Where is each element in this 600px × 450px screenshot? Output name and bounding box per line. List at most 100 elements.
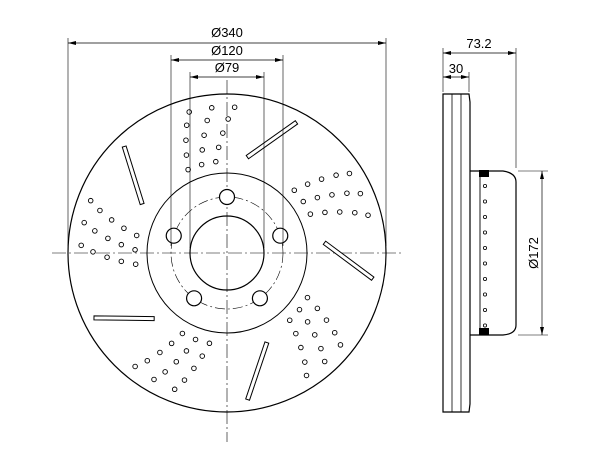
drilled-hole bbox=[151, 376, 157, 383]
disc-thickness-dimension: 30 bbox=[443, 61, 470, 92]
side-hole bbox=[482, 307, 487, 312]
outer-diameter-label: Ø340 bbox=[211, 25, 243, 40]
drilled-hole bbox=[97, 207, 103, 214]
drilled-hole bbox=[132, 261, 139, 267]
drilled-hole bbox=[206, 340, 213, 347]
drilled-hole bbox=[199, 353, 206, 359]
drilled-hole bbox=[171, 386, 178, 393]
drilled-hole bbox=[307, 211, 314, 217]
center-bore-circle bbox=[189, 215, 265, 291]
drilled-hole bbox=[198, 161, 205, 168]
drilled-hole bbox=[323, 317, 330, 323]
drilled-hole bbox=[344, 190, 350, 196]
side-hole bbox=[482, 199, 487, 204]
drilled-hole bbox=[286, 317, 293, 324]
hat-diameter-label: Ø172 bbox=[526, 237, 541, 269]
drilled-hole bbox=[204, 117, 210, 124]
drilled-hole bbox=[300, 198, 307, 205]
total-height-dimension: 73.2 bbox=[442, 36, 517, 168]
outer-diameter-dimension: Ø340 bbox=[67, 25, 387, 246]
drilled-hole bbox=[186, 109, 192, 115]
side-hole bbox=[482, 261, 487, 266]
drilled-hole bbox=[303, 372, 310, 379]
groove-slot bbox=[93, 315, 155, 322]
side-view: 73.2 30 Ø172 bbox=[442, 36, 548, 413]
drilled-hole bbox=[293, 330, 299, 337]
drilled-hole bbox=[208, 105, 215, 111]
groove-slots bbox=[93, 119, 375, 401]
drilled-hole bbox=[296, 306, 303, 313]
drilled-hole bbox=[118, 241, 125, 248]
drilled-hole bbox=[314, 305, 321, 312]
bolt-hole bbox=[185, 290, 203, 307]
drilled-hole bbox=[215, 144, 222, 151]
drilled-hole bbox=[92, 228, 98, 234]
hat-section bbox=[470, 170, 517, 336]
hub-bore-label: Ø79 bbox=[215, 60, 240, 75]
drilled-hole bbox=[183, 137, 189, 143]
drilled-hole bbox=[337, 209, 343, 215]
drilled-hole bbox=[105, 235, 111, 242]
drilled-hole bbox=[321, 358, 328, 365]
groove-slot bbox=[322, 240, 375, 282]
drilled-hole bbox=[231, 104, 238, 110]
drilled-hole bbox=[191, 365, 197, 372]
disc-cross-section bbox=[442, 93, 471, 413]
drilled-hole bbox=[318, 345, 324, 352]
drilled-hole bbox=[302, 359, 308, 365]
drilled-hole bbox=[304, 294, 311, 301]
outer-edge-circle bbox=[67, 93, 387, 413]
drilled-hole bbox=[183, 152, 190, 158]
drilled-hole bbox=[144, 357, 151, 364]
drilled-hole bbox=[133, 232, 140, 239]
drilled-hole bbox=[121, 225, 127, 232]
drilled-hole bbox=[225, 116, 231, 122]
side-hole bbox=[482, 245, 487, 250]
drilled-hole bbox=[183, 122, 190, 128]
drilled-hole bbox=[162, 369, 168, 375]
drilled-hole bbox=[304, 319, 311, 325]
side-hole bbox=[482, 183, 487, 188]
drilled-hole bbox=[337, 342, 344, 348]
drilled-hole bbox=[87, 197, 94, 204]
hat-top-mark bbox=[479, 170, 489, 177]
drilled-hole bbox=[314, 194, 321, 201]
drilled-hole bbox=[318, 176, 325, 182]
hat-diameter-dimension: Ø172 bbox=[518, 170, 548, 336]
drilled-hole bbox=[199, 147, 206, 153]
drilled-hole bbox=[104, 254, 110, 260]
side-view-holes bbox=[482, 183, 487, 328]
drilled-hole bbox=[183, 348, 190, 354]
drilled-hole bbox=[157, 349, 163, 356]
bolt-circle-label: Ø120 bbox=[211, 43, 243, 58]
total-height-label: 73.2 bbox=[466, 36, 491, 51]
drilled-hole bbox=[81, 219, 87, 226]
drilled-hole bbox=[346, 170, 353, 177]
hub-bore-dimension: Ø79 bbox=[189, 60, 265, 248]
drilled-hole bbox=[192, 336, 199, 343]
bolt-hole bbox=[218, 188, 236, 206]
bolt-circle bbox=[170, 196, 284, 310]
side-hole bbox=[482, 292, 487, 297]
drilled-hole bbox=[357, 190, 364, 197]
drilled-hole bbox=[322, 209, 328, 216]
disc-thickness-label: 30 bbox=[449, 61, 463, 76]
front-view: Ø340 Ø120 Ø79 bbox=[52, 25, 402, 442]
drilled-holes bbox=[78, 104, 371, 393]
drilled-hole bbox=[132, 247, 138, 253]
drilled-hole bbox=[312, 332, 318, 338]
groove-slot bbox=[121, 145, 145, 206]
groove-slot bbox=[245, 341, 270, 401]
drilled-hole bbox=[185, 166, 191, 173]
drilled-hole bbox=[78, 242, 84, 249]
side-hole bbox=[482, 276, 487, 281]
bolt-hole bbox=[272, 227, 289, 244]
bolt-hole bbox=[165, 227, 182, 244]
drilled-hole bbox=[173, 359, 180, 365]
drilled-hole bbox=[329, 192, 335, 198]
hat-bottom-mark bbox=[479, 328, 489, 335]
drilled-hole bbox=[298, 344, 304, 351]
bolt-circle-dimension: Ø120 bbox=[170, 43, 284, 246]
drilled-hole bbox=[333, 172, 339, 178]
